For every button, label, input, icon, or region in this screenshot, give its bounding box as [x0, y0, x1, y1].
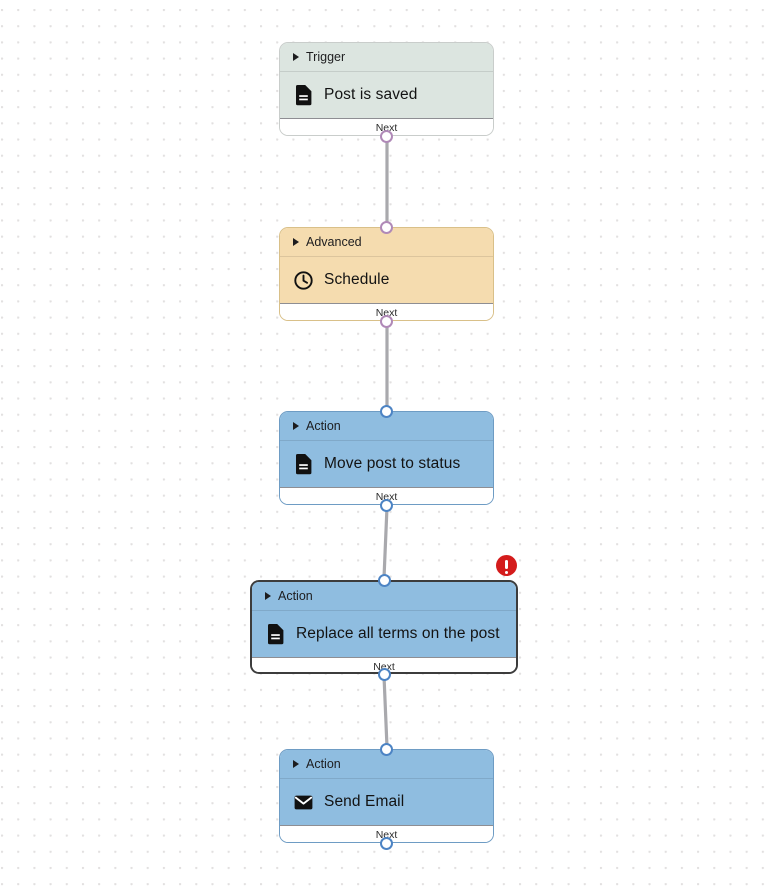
disclosure-triangle-icon[interactable]	[293, 53, 299, 61]
node-header[interactable]: Trigger	[280, 43, 493, 72]
node-header[interactable]: Action	[252, 582, 516, 611]
node-title: Schedule	[324, 271, 390, 288]
edge-replace-to-email[interactable]	[382, 674, 389, 749]
node-next-port-label[interactable]: Next	[280, 487, 493, 504]
node-body[interactable]: Schedule	[280, 257, 493, 303]
node-body[interactable]: Move post to status	[280, 441, 493, 487]
node-next-port-label[interactable]: Next	[280, 825, 493, 842]
document-icon	[266, 623, 285, 645]
node-error-badge-icon[interactable]	[496, 555, 517, 576]
node-category-label: Advanced	[306, 235, 362, 249]
node-category-label: Action	[306, 419, 341, 433]
disclosure-triangle-icon[interactable]	[265, 592, 271, 600]
node-next-port-label[interactable]: Next	[280, 303, 493, 320]
node-category-label: Trigger	[306, 50, 346, 64]
node-input-port[interactable]	[380, 742, 393, 756]
disclosure-triangle-icon[interactable]	[293, 422, 299, 430]
node-body[interactable]: Post is saved	[280, 72, 493, 118]
node-output-port[interactable]	[380, 836, 393, 850]
node-category-label: Action	[278, 589, 313, 603]
node-output-port[interactable]	[380, 314, 393, 328]
node-title: Replace all terms on the post	[296, 625, 500, 642]
node-next-port-label[interactable]: Next	[252, 657, 516, 672]
node-body[interactable]: Send Email	[280, 779, 493, 825]
exclamation-mark	[504, 560, 509, 575]
disclosure-triangle-icon[interactable]	[293, 238, 299, 246]
node-next-port-label[interactable]: Next	[280, 118, 493, 135]
node-input-port[interactable]	[377, 573, 391, 587]
clock-icon	[294, 270, 313, 291]
document-icon	[294, 453, 313, 475]
node-body[interactable]: Replace all terms on the post	[252, 611, 516, 657]
edge-move-to-replace[interactable]	[382, 505, 389, 580]
disclosure-triangle-icon[interactable]	[293, 760, 299, 768]
node-title: Post is saved	[324, 86, 418, 103]
node-output-port[interactable]	[377, 667, 391, 681]
node-category-label: Action	[306, 757, 341, 771]
envelope-icon	[294, 792, 313, 813]
node-title: Send Email	[324, 793, 405, 810]
node-title: Move post to status	[324, 455, 461, 472]
node-input-port[interactable]	[380, 404, 393, 418]
node-output-port[interactable]	[380, 129, 393, 143]
document-icon	[294, 84, 313, 106]
node-output-port[interactable]	[380, 498, 393, 512]
node-input-port[interactable]	[380, 220, 393, 234]
